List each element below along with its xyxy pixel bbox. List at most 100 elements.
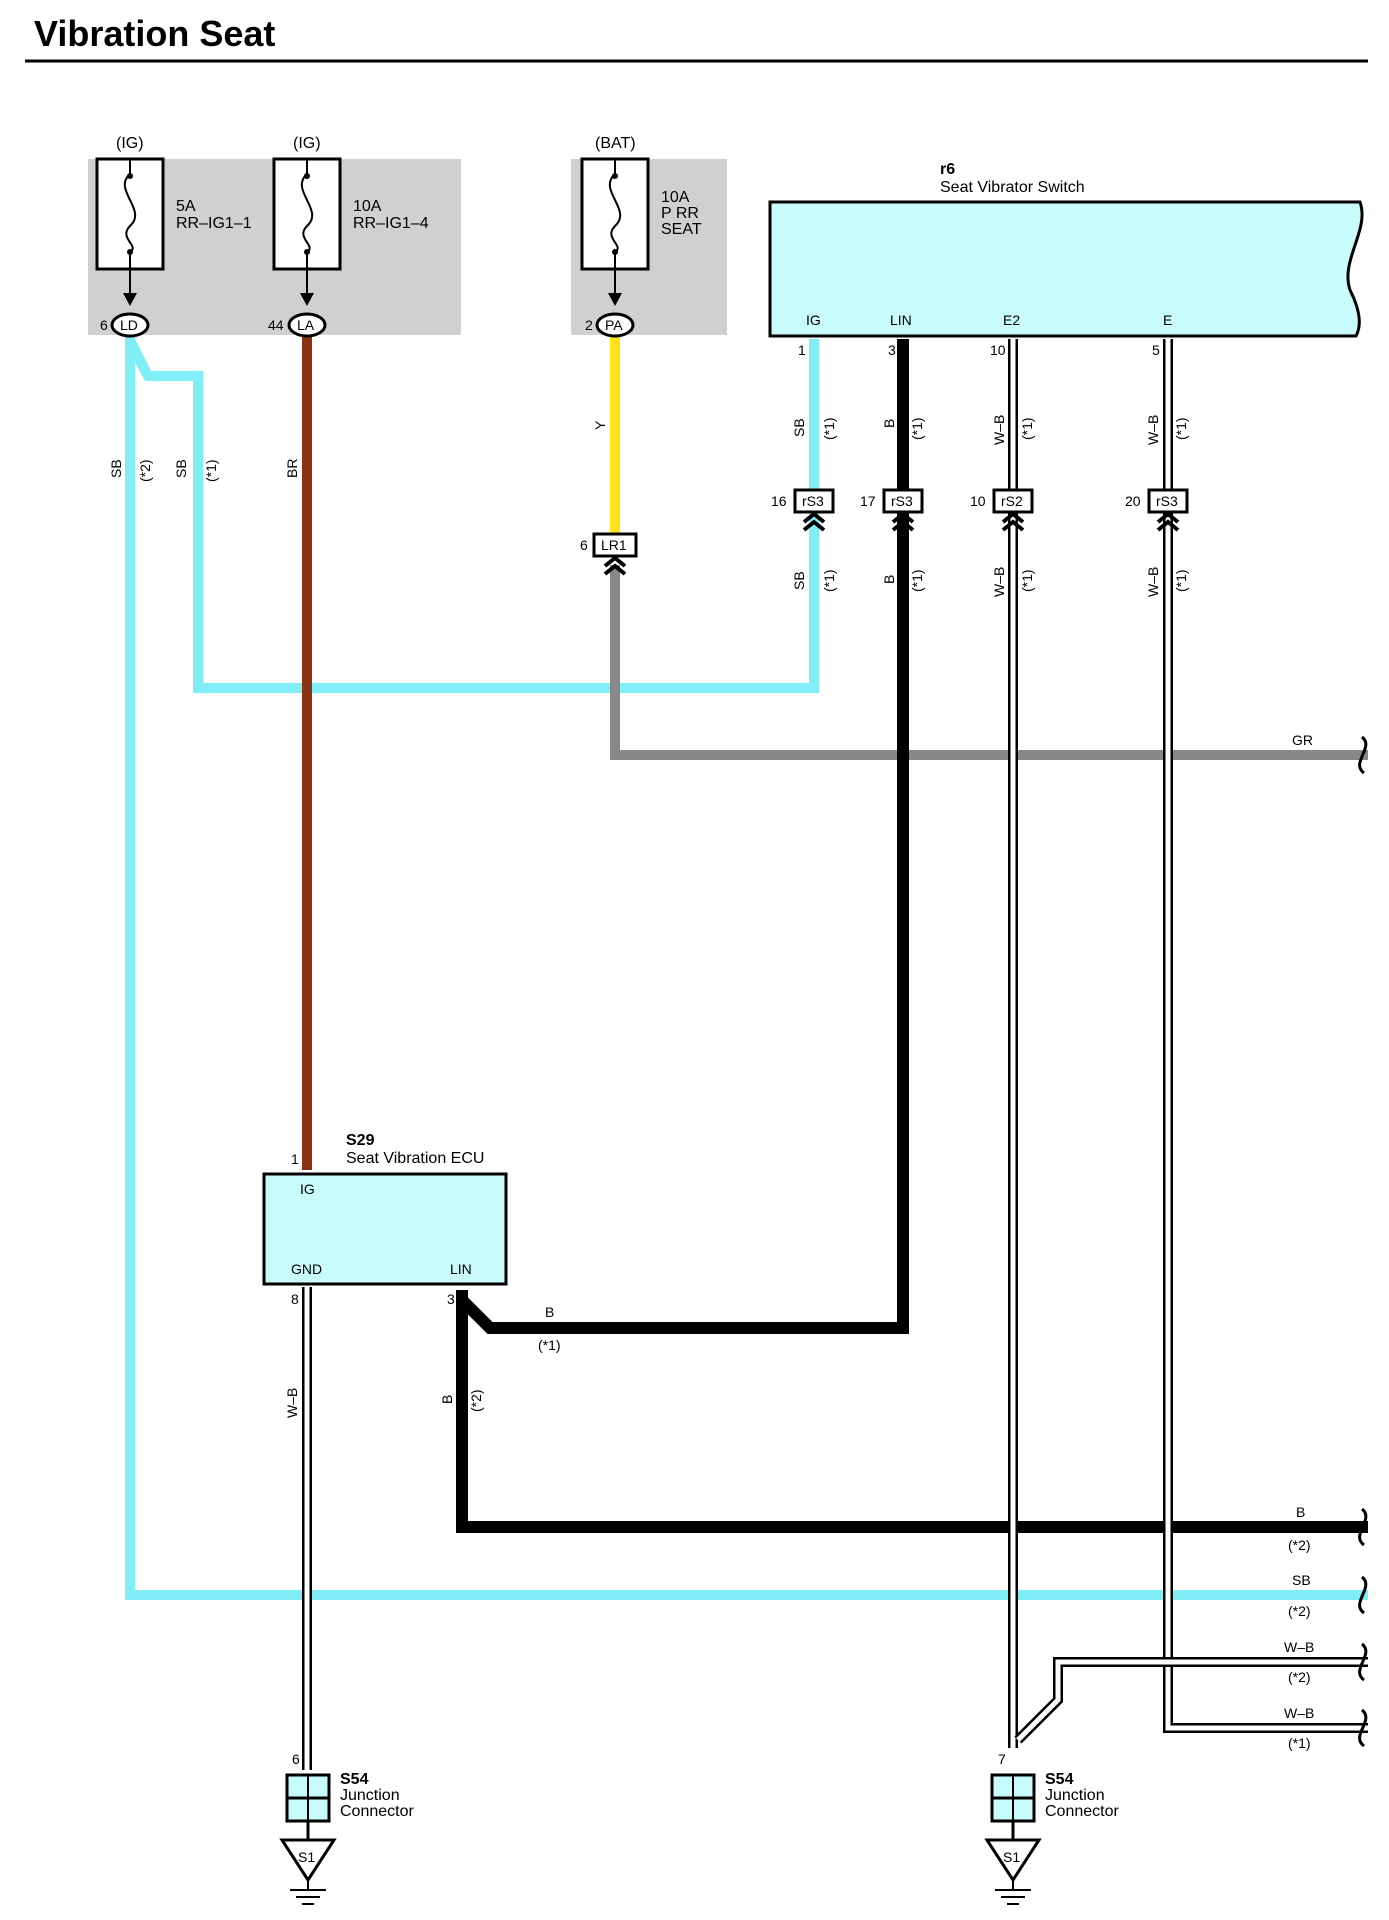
ground-label: S1 [1003,1849,1020,1865]
terminal-name: LD [120,317,138,333]
connector-chevron-icon [802,511,826,532]
connector-chevron-icon [603,555,627,576]
junction-line2: Connector [340,1803,414,1820]
terminal-name: LA [297,317,315,333]
ecu-wire-labels: B (*1) B (*2) W–B [284,1304,561,1418]
junction-connector-s54-right: 7 S54 Junction Connector S1 [984,1751,1119,1905]
svg-text:SB: SB [791,571,807,590]
wire-wb-e [1163,339,1368,1733]
junction-code: S54 [1045,1771,1074,1788]
ground-icon [984,1838,1042,1883]
wire-sb-switch-ig [130,339,819,693]
svg-text:W–B: W–B [1145,415,1161,445]
svg-text:(*1): (*1) [909,569,925,592]
switch-code: r6 [940,161,955,178]
terminal-name: PA [605,317,623,333]
wire-b-exit [456,1290,1368,1533]
svg-text:W–B: W–B [1145,567,1161,597]
connector-pin: 16 [771,493,787,509]
wire-break-icons [1358,735,1368,1748]
svg-text:B: B [881,575,897,584]
svg-text:(*1): (*1) [538,1337,561,1353]
junction-pin: 6 [292,1751,300,1767]
connector-chevron-icon [1001,511,1025,532]
terminal-pa: 2 PA [585,312,635,338]
connector-pin: 17 [860,493,876,509]
svg-text:W–B: W–B [991,415,1007,445]
connector-name: rS3 [1156,493,1178,509]
page-title: Vibration Seat [34,13,275,54]
junction-pin: 7 [998,1751,1006,1767]
svg-text:SB: SB [108,459,124,478]
junction-line1: Junction [1045,1787,1105,1804]
switch-wire-labels: SB (*1) B (*1) W–B (*1) W–B (*1) SB (*1)… [108,415,1189,597]
connector-pin: 20 [1125,493,1141,509]
ecu-terminal-lin: LIN [450,1261,472,1277]
exit-wb1-note: (*1) [1288,1735,1311,1751]
connector-pin: 10 [970,493,986,509]
connector-rs3-16: 16 rS3 [771,488,835,532]
svg-text:(*2): (*2) [137,459,153,482]
terminal-la: 44 LA [268,312,327,338]
terminal-pin: 44 [268,317,284,333]
exit-sb-note: (*2) [1288,1603,1311,1619]
svg-text:(*1): (*1) [1173,417,1189,440]
ecu-code: S29 [346,1132,375,1149]
fuse-rating: 5A [176,198,196,215]
junction-connector-s54-left: 6 S54 Junction Connector S1 [279,1751,414,1905]
svg-text:(*1): (*1) [1019,569,1035,592]
terminal-pin: 6 [100,317,108,333]
exit-b-note: (*2) [1288,1537,1311,1553]
fuse-name: RR–IG1–1 [176,215,252,232]
wire-b-lin [457,339,909,1334]
seat-vibrator-switch: r6 Seat Vibrator Switch IG LIN E2 E 1 3 … [768,161,1364,358]
terminal-ld: 6 LD [100,312,150,338]
switch-terminal-ig: IG [806,312,821,328]
fuse-source: (IG) [293,135,321,152]
exit-wb2-label: W–B [1284,1639,1314,1655]
wire-gr [610,565,1368,760]
fuse-name: RR–IG1–4 [353,215,429,232]
connector-pin: 6 [580,537,588,553]
fuse-element-icon [123,173,137,253]
exit-wb2-note: (*2) [1288,1669,1311,1685]
ecu-terminal-gnd: GND [291,1261,322,1277]
exit-b-label: B [1296,1504,1305,1520]
switch-pin-5: 5 [1152,342,1160,358]
switch-terminal-e2: E2 [1003,312,1020,328]
svg-text:SB: SB [173,459,189,478]
svg-text:(*1): (*1) [1019,417,1035,440]
connector-chevron-icon [1156,511,1180,532]
switch-name: Seat Vibrator Switch [940,179,1085,196]
svg-text:BR: BR [284,459,300,478]
svg-text:(*1): (*1) [909,417,925,440]
ecu-name: Seat Vibration ECU [346,1150,484,1167]
connector-name: LR1 [601,537,627,553]
wire-sb-ld-exit [125,336,1368,1600]
svg-text:B: B [881,419,897,428]
connector-chevron-icon [891,511,915,532]
connector-name: rS3 [802,493,824,509]
junction-line1: Junction [340,1787,400,1804]
svg-text:B: B [439,1395,455,1404]
fuse-p-rr-seat: (BAT) 10A P RR SEAT [580,135,702,271]
connector-rs3-17: 17 rS3 [860,488,924,532]
connector-rs2-10: 10 rS2 [970,488,1034,532]
fuse-source: (BAT) [595,135,636,152]
ecu-terminal-ig: IG [300,1181,315,1197]
svg-text:(*1): (*1) [1173,569,1189,592]
connector-lr1-6: 6 LR1 [580,532,638,576]
exit-sb-label: SB [1292,1572,1311,1588]
svg-text:B: B [545,1304,554,1320]
svg-text:(*1): (*1) [821,417,837,440]
fuse-source: (IG) [116,135,144,152]
terminal-arrows [123,269,622,306]
ecu-pin-8: 8 [291,1291,299,1307]
switch-terminal-lin: LIN [890,312,912,328]
connector-name: rS2 [1001,493,1023,509]
switch-pin-10: 10 [990,342,1006,358]
svg-text:(*2): (*2) [468,1389,484,1412]
exit-wb1-label: W–B [1284,1705,1314,1721]
terminal-pin: 2 [585,317,593,333]
